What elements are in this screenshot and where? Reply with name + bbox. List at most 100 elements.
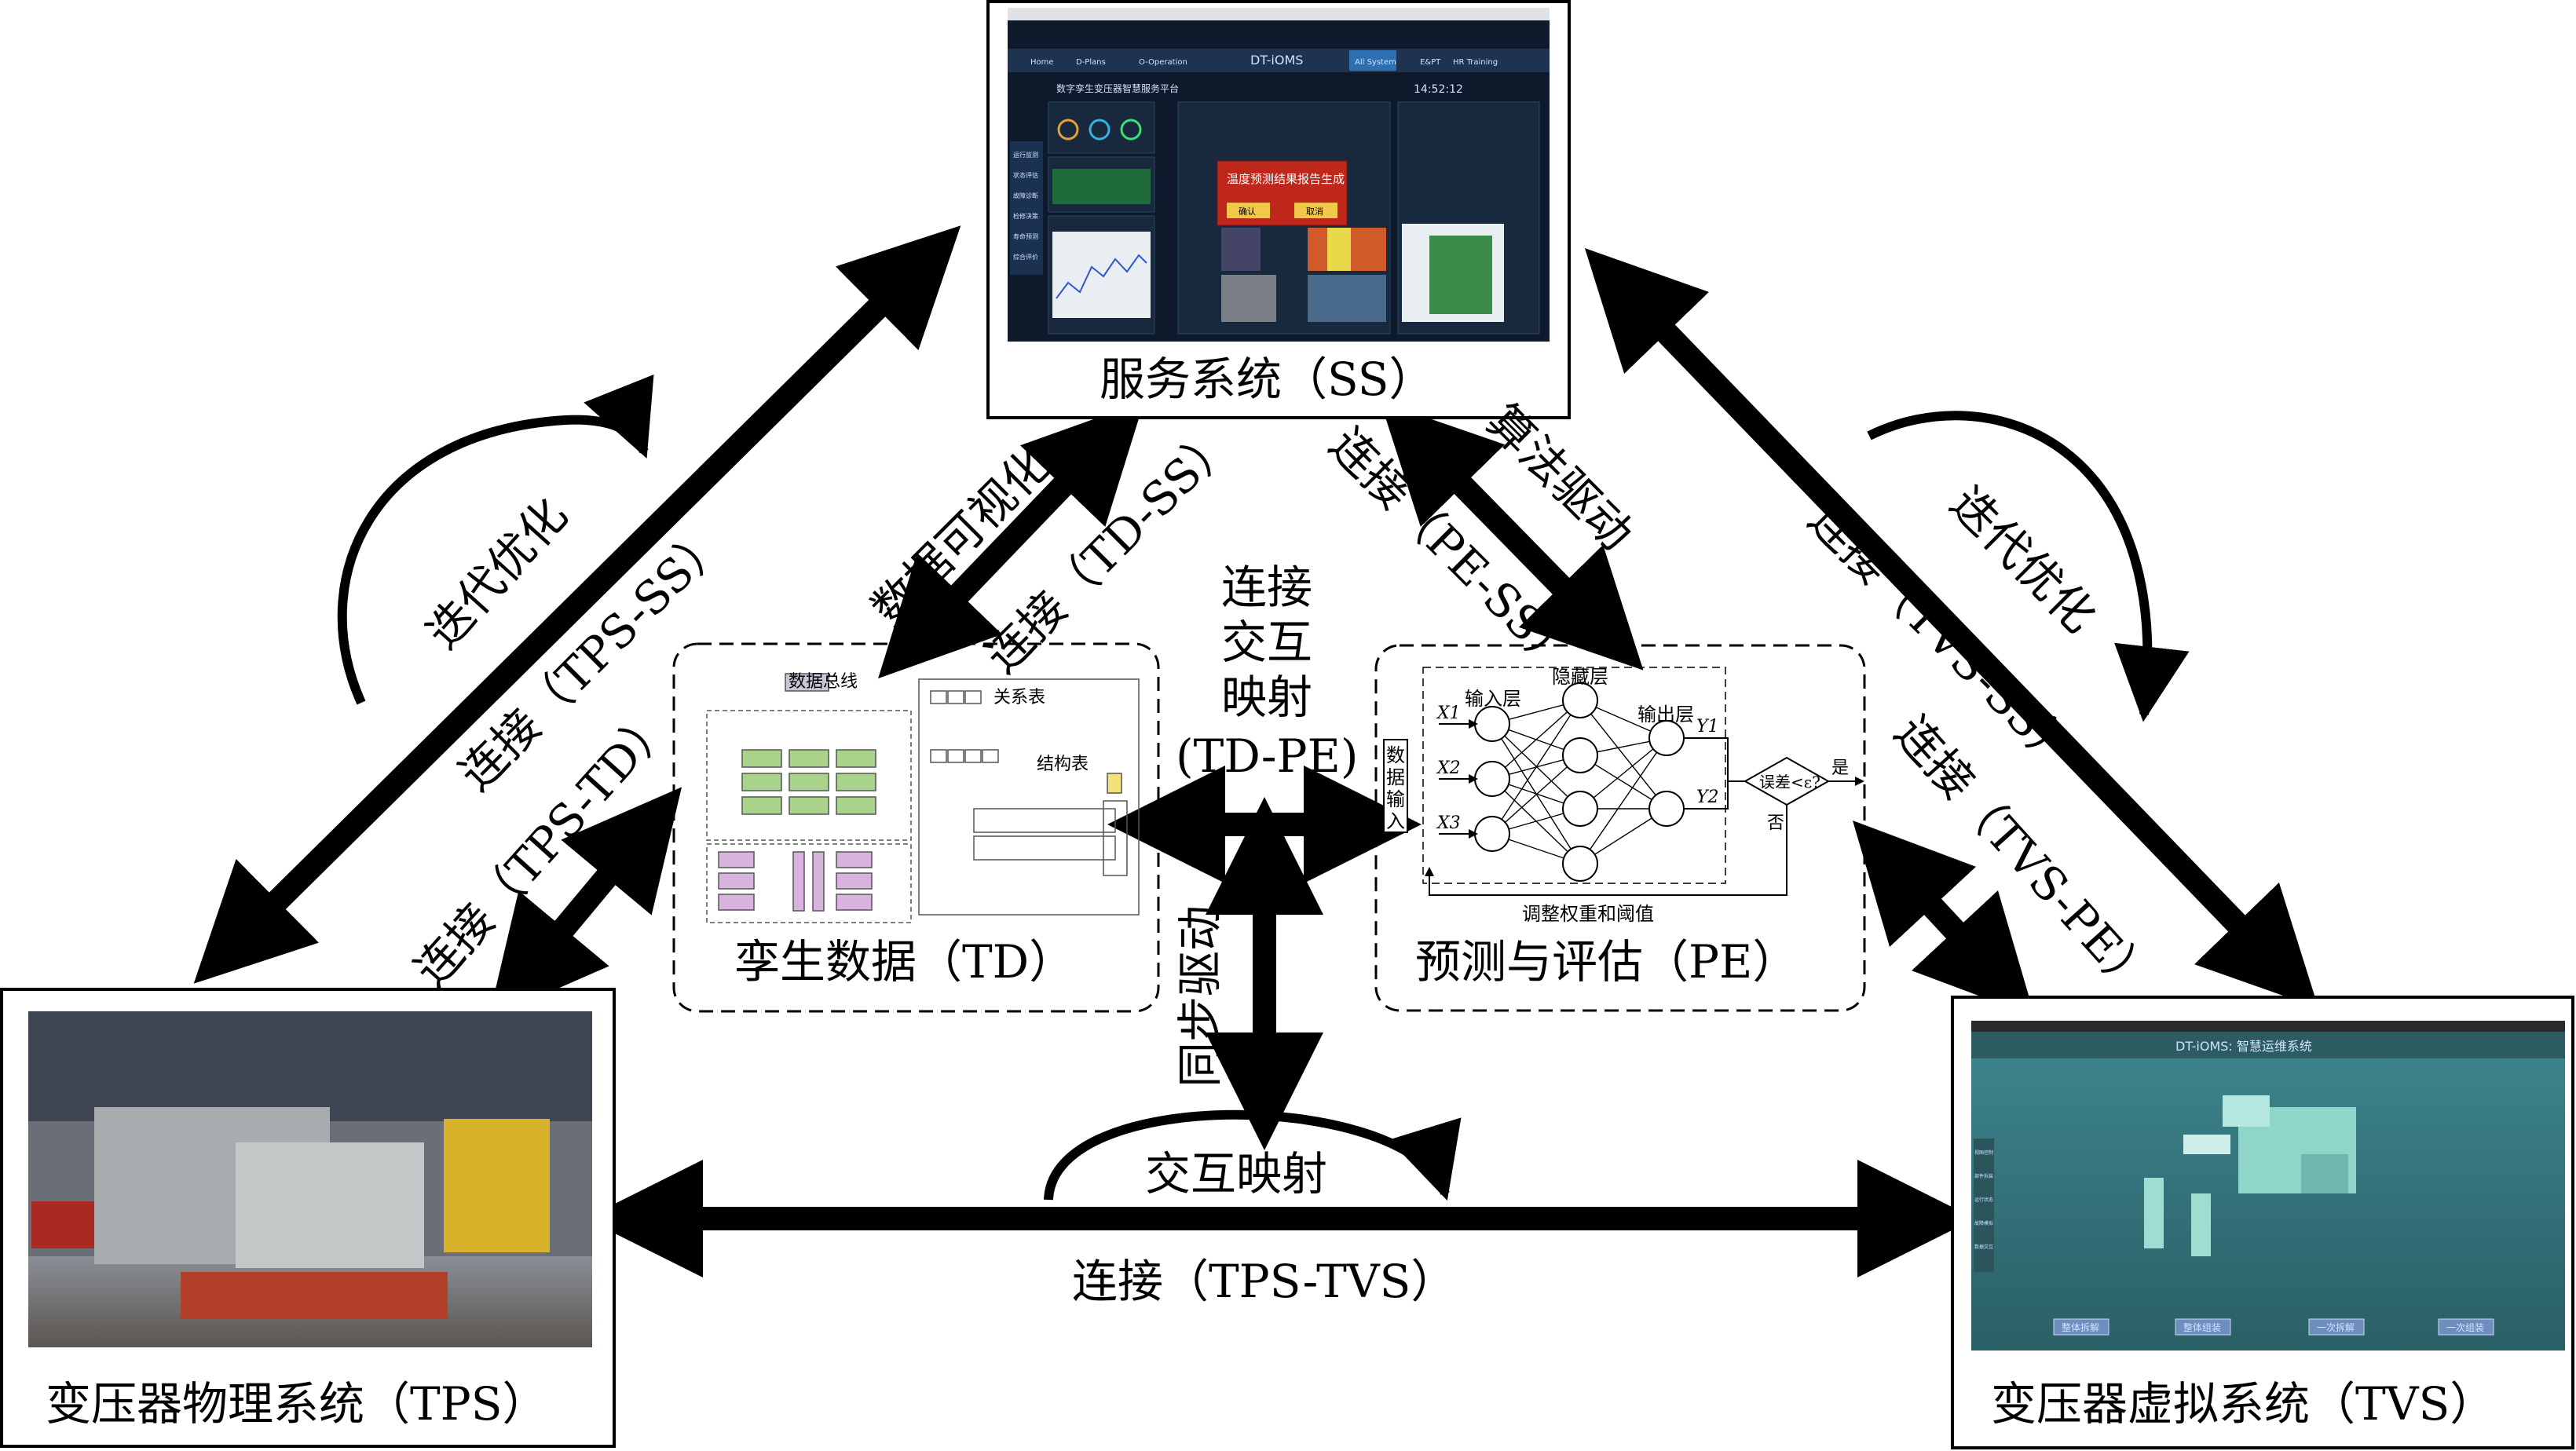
tvs-button-3[interactable] bbox=[2308, 1318, 2365, 1336]
td-cell bbox=[982, 749, 999, 763]
ss-tab-home[interactable]: Home bbox=[1030, 58, 1054, 67]
ss-tab-hrtraining[interactable]: HR Training bbox=[1453, 58, 1498, 67]
ss-side-menu bbox=[1010, 141, 1043, 275]
pe-node: 隐藏层 输入层 输出层 数 据 输 入 X1 X2 X3 Y1 Y2 误差<ε?… bbox=[1374, 644, 1866, 1012]
ss-node: Home D-Plans O-Operation DT-iOMS All Sys… bbox=[986, 0, 1571, 419]
tps-label: 变压器物理系统（TPS） bbox=[46, 1377, 547, 1431]
arrow-iter-right bbox=[1867, 411, 2190, 722]
ss-photo-transformer bbox=[1221, 275, 1276, 322]
pe-dashed-box bbox=[1374, 644, 1866, 1012]
tvs-side-menu bbox=[1974, 1139, 1994, 1272]
tvs-button-2-label: 整体组装 bbox=[2183, 1321, 2221, 1333]
nn-input-label: 输入层 bbox=[1465, 688, 1521, 710]
td-purple-5 bbox=[812, 851, 825, 912]
ss-confirm-label: 确认 bbox=[1239, 207, 1256, 217]
ss-menu-5[interactable]: 寿命预测 bbox=[1013, 232, 1038, 240]
td-cell bbox=[973, 835, 1116, 861]
tvs-menu-1[interactable]: 视图控制 bbox=[1974, 1149, 1993, 1156]
nn-hidden-node bbox=[1562, 682, 1598, 718]
nn-data-in-1: 数 bbox=[1386, 744, 1405, 766]
td-label: 孪生数据（TD） bbox=[734, 935, 1074, 989]
ss-tab-allsystem[interactable]: All System bbox=[1355, 58, 1396, 67]
ss-menu-2[interactable]: 状态评估 bbox=[1013, 171, 1038, 179]
tvs-button-4[interactable] bbox=[2438, 1318, 2494, 1336]
tps-yellow-frame bbox=[444, 1119, 550, 1252]
ss-panel-gauges bbox=[1048, 101, 1155, 154]
nn-input-node bbox=[1474, 706, 1510, 742]
nn-output-node bbox=[1648, 720, 1685, 756]
tvs-menu-2[interactable]: 部件拆装 bbox=[1974, 1173, 1993, 1179]
tvs-button-1[interactable] bbox=[2053, 1318, 2109, 1336]
connector-arrows bbox=[193, 225, 2319, 1277]
td-group-bottom bbox=[706, 843, 912, 923]
ss-confirm-button[interactable] bbox=[1227, 203, 1270, 218]
nn-data-in-2: 据 bbox=[1386, 766, 1405, 788]
ss-menu-1[interactable]: 运行监测 bbox=[1013, 151, 1038, 159]
tvs-menu-3[interactable]: 运行状态 bbox=[1974, 1197, 1993, 1203]
ss-table-green bbox=[1429, 236, 1492, 314]
td-cell bbox=[930, 749, 947, 763]
tvs-node: DT-iOMS: 智慧运维系统 视图控制 部件拆装 运行状态 故障模拟 数据交互… bbox=[1951, 996, 2574, 1449]
td-cell bbox=[973, 808, 1116, 833]
td-cell bbox=[1103, 800, 1128, 876]
nn-input-node bbox=[1474, 761, 1510, 797]
nn-merge-line bbox=[1718, 737, 1729, 810]
ss-menu-4[interactable]: 检修决策 bbox=[1013, 212, 1038, 220]
ss-navbar bbox=[1008, 49, 1550, 72]
ss-active-tab[interactable] bbox=[1349, 50, 1396, 71]
label-td-pe-1: 连接 bbox=[1221, 561, 1312, 614]
nn-data-in-3: 输 bbox=[1386, 788, 1405, 810]
pe-data-input-box bbox=[1383, 739, 1408, 833]
td-top-box bbox=[785, 673, 829, 692]
ss-photo-substation bbox=[1308, 275, 1386, 322]
td-right-title-2: 结构表 bbox=[1037, 755, 1089, 774]
td-purple-1 bbox=[718, 851, 755, 868]
ss-menu-6[interactable]: 综合评价 bbox=[1013, 253, 1038, 261]
td-green-5 bbox=[789, 773, 829, 791]
nn-output-node bbox=[1648, 791, 1685, 827]
ss-waveform-plot bbox=[1052, 169, 1151, 204]
nn-y2-label: Y2 bbox=[1696, 788, 1719, 807]
ss-menu-3[interactable]: 故障诊断 bbox=[1013, 192, 1038, 199]
td-purple-3 bbox=[718, 894, 755, 911]
td-green-3 bbox=[741, 796, 782, 815]
nn-yes-label: 是 bbox=[1831, 758, 1849, 778]
arrow-tvs-ss bbox=[1584, 248, 2319, 1008]
tvs-menu-5[interactable]: 数据交互 bbox=[1974, 1244, 1993, 1250]
tvs-menu-4[interactable]: 故障模拟 bbox=[1974, 1220, 1993, 1226]
td-group-left bbox=[706, 710, 912, 841]
nn-x3-label: X3 bbox=[1436, 813, 1461, 833]
td-badge bbox=[1107, 773, 1122, 794]
ss-popup-message: 温度预测结果报告生成 bbox=[1227, 172, 1345, 186]
nn-dashed-frame bbox=[1422, 667, 1726, 884]
ss-tab-dplans[interactable]: D-Plans bbox=[1076, 58, 1106, 67]
td-purple-4 bbox=[792, 851, 805, 912]
tvs-button-1-label: 整体拆解 bbox=[2062, 1321, 2099, 1333]
ss-tab-ept[interactable]: E&PT bbox=[1420, 58, 1441, 67]
nn-data-in-4: 入 bbox=[1386, 810, 1405, 832]
ss-heatmap-band bbox=[1327, 228, 1351, 271]
tvs-model-part-2 bbox=[2191, 1193, 2211, 1256]
ss-chart-line bbox=[1056, 254, 1147, 299]
label-td-pe-2: 交互 bbox=[1221, 616, 1312, 669]
nn-feedback-line bbox=[1425, 805, 1787, 896]
tps-red-platform bbox=[181, 1272, 448, 1319]
nn-x2-label: X2 bbox=[1436, 758, 1461, 778]
td-green-4 bbox=[789, 749, 829, 768]
td-purple-7 bbox=[836, 872, 873, 890]
tps-node: 变压器物理系统（TPS） bbox=[0, 988, 616, 1448]
gauge-icon bbox=[1120, 119, 1142, 141]
arrow-td-ss bbox=[878, 400, 1144, 679]
td-purple-8 bbox=[836, 894, 873, 911]
tvs-button-2[interactable] bbox=[2175, 1318, 2231, 1336]
label-iter-right: 迭代优化 bbox=[1940, 477, 2106, 643]
ss-tab-ooperation[interactable]: O-Operation bbox=[1139, 58, 1187, 67]
ss-clock: 14:52:12 bbox=[1414, 83, 1463, 96]
nn-hidden-node bbox=[1562, 737, 1598, 773]
label-td-pe-4: (TD-PE) bbox=[1176, 729, 1358, 783]
nn-connections bbox=[1491, 700, 1667, 864]
nn-x1-label: X1 bbox=[1436, 704, 1461, 723]
ss-cancel-button[interactable] bbox=[1294, 203, 1337, 218]
tvs-model-conservator bbox=[2223, 1095, 2270, 1127]
